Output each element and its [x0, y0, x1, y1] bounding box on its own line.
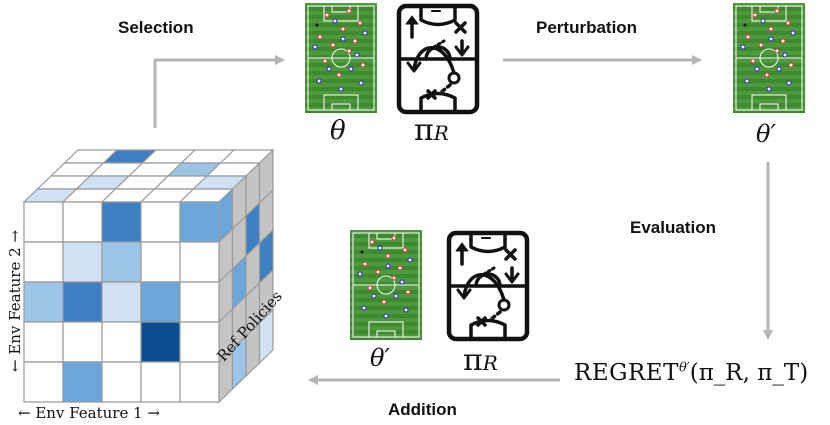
soccer-pitch-icon-theta-prime-top	[732, 2, 806, 114]
cube-front-cell	[62, 281, 103, 323]
soccer-pitch-icon-theta	[304, 2, 378, 114]
regret-expression: REGRETθ′(π_R, π_T)	[574, 360, 809, 386]
cube-front-cell	[179, 241, 220, 283]
tactics-board-icon-top	[399, 6, 477, 112]
env-feature-2-axis-label: ← Env Feature 2 →	[6, 230, 24, 372]
selection-arrow	[153, 55, 285, 128]
perturbation-label: Perturbation	[536, 18, 638, 37]
addition-label: Addition	[388, 400, 457, 419]
cube-front-cell	[101, 361, 142, 403]
cube-side-cell	[258, 308, 274, 365]
soccer-pitch-icon-theta-prime-bottom	[349, 229, 423, 341]
cube-front-cell	[179, 281, 220, 323]
theta-prime-symbol-top: θ′	[756, 120, 776, 148]
cube-front-cell	[23, 241, 64, 283]
cube-front-cell	[23, 281, 64, 323]
reference-policy-cube	[22, 148, 275, 404]
pi-r-symbol-bottom: πR	[463, 343, 498, 378]
cube-front-cell	[179, 201, 220, 243]
cube-front-cell	[101, 281, 142, 323]
env-feature-1-axis-label: ← Env Feature 1 →	[18, 404, 160, 422]
theta-prime-symbol-bottom: θ′	[370, 344, 390, 372]
cube-front-cell	[179, 361, 220, 403]
cube-front-cell	[23, 321, 64, 363]
cube-front-cell	[62, 321, 103, 363]
tactics-board-icon-bottom	[449, 233, 527, 339]
cube-front-cell	[140, 361, 181, 403]
cube-front-cell	[140, 321, 181, 363]
cube-front-cell	[101, 201, 142, 243]
selection-label: Selection	[118, 18, 194, 37]
pi-r-symbol-top: πR	[414, 113, 449, 148]
cube-front-cell	[101, 321, 142, 363]
cube-front-cell	[62, 361, 103, 403]
cube-front-cell	[101, 241, 142, 283]
cube-front-cell	[23, 361, 64, 403]
cube-front-cell	[23, 201, 64, 243]
cube-front-cell	[62, 241, 103, 283]
theta-symbol: θ	[330, 116, 346, 146]
cube-front-cell	[62, 201, 103, 243]
evaluation-label: Evaluation	[630, 218, 716, 237]
cube-front-cell	[179, 321, 220, 363]
cube-front-cell	[140, 281, 181, 323]
cube-front-cell	[140, 201, 181, 243]
cube-front-cell	[140, 241, 181, 283]
